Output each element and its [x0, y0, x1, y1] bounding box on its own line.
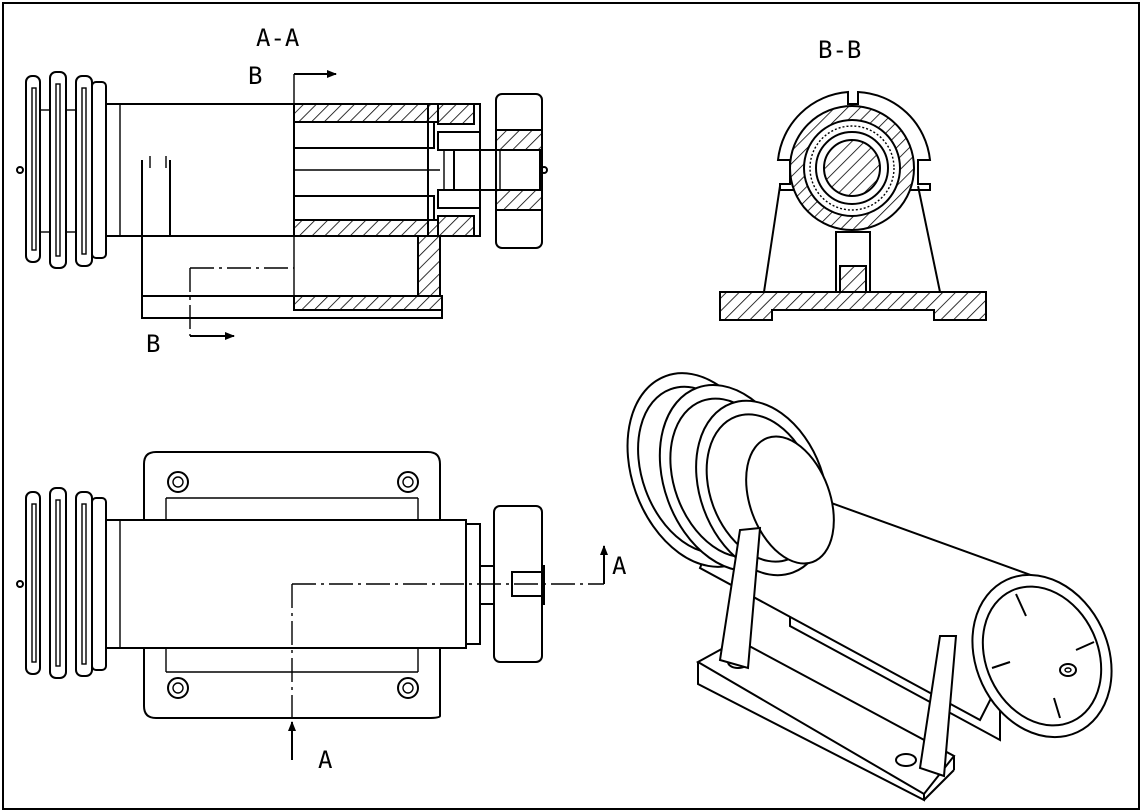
- iso-front-face: [971, 573, 1113, 739]
- cut-label-b-top: B: [248, 62, 262, 90]
- housing-body: [105, 103, 295, 237]
- section-aa-view: A-A B B: [16, 24, 548, 358]
- pulley-top: [16, 487, 107, 679]
- iso-pulley: [626, 372, 835, 577]
- base-outline: [143, 451, 441, 719]
- base-section: [293, 295, 443, 311]
- section-bb-view: B-B: [719, 36, 987, 321]
- housing-wall-top: [293, 103, 441, 123]
- pulley: [16, 71, 107, 269]
- top-view: A A: [16, 451, 627, 774]
- bb-shaft-section: [823, 139, 881, 197]
- bb-base: [719, 291, 987, 321]
- section-aa-title: A-A: [256, 24, 300, 52]
- cut-label-b-bottom: B: [146, 330, 160, 358]
- handwheel-section: [495, 93, 543, 249]
- isometric-view: [626, 372, 1113, 802]
- rib-wall: [417, 235, 441, 297]
- mounting-hole-icon: [167, 471, 419, 699]
- cut-label-a-right: A: [612, 552, 627, 580]
- cut-label-a-bottom: A: [318, 746, 333, 774]
- housing-wall-mid: [293, 219, 441, 237]
- section-bb-title: B-B: [818, 36, 861, 64]
